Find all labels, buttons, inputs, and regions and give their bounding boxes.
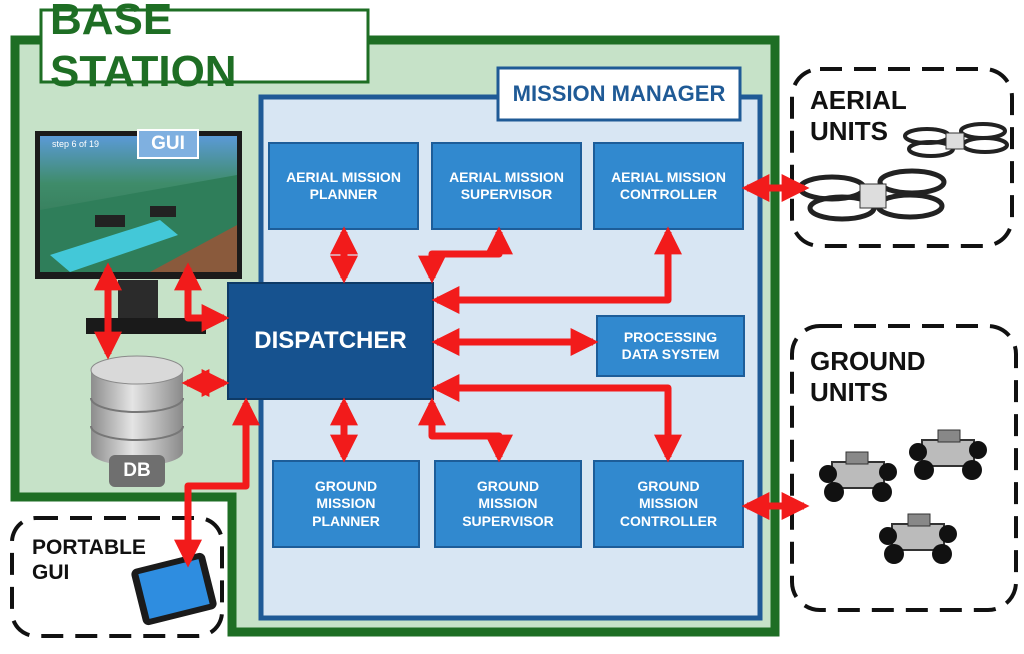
tablet-icon [131,552,217,626]
processing-data-system-block [596,315,745,377]
ground-units-label: GROUND UNITS [810,346,926,407]
db-label: DB [123,460,151,482]
rover-icons [819,429,987,564]
base-station-title-box [39,8,370,84]
ground-mission-controller-label: GROUND MISSION CONTROLLER [619,477,718,529]
aerial-mission-planner-label: AERIAL MISSION PLANNER [286,168,401,203]
ground-mission-supervisor-label: GROUND MISSION SUPERVISOR [462,477,554,529]
blocks [227,142,745,548]
gui-screen-step-text: step 6 of 19 [52,139,100,149]
dispatcher-label: DISPATCHER [254,327,407,354]
aerial-mission-supervisor-block [431,142,582,230]
connection-arrows [94,174,810,568]
aerial-mission-supervisor-label: AERIAL MISSION SUPERVISOR [449,168,564,203]
gui-monitor [35,129,242,334]
arrow-controller-dispatcher [431,226,682,314]
ground-mission-planner-block [272,460,420,548]
aerial-units-box [790,67,1014,248]
aerial-mission-planner-block [268,142,419,230]
dispatcher-block [227,282,434,400]
gui-label: GUI [151,133,185,155]
ground-units-box [790,324,1018,612]
arrow-monitor-dispatcher [174,262,230,332]
ground-mission-supervisor-block [434,460,582,548]
arrow-portable-gui-dispatcher [174,397,260,568]
portable-gui-label: PORTABLE GUI [32,536,146,584]
arrow-dispatcher-ground-controller [431,374,682,463]
base-station-title: BASE STATION [50,0,237,96]
ground-mission-planner-label: GROUND MISSION PLANNER [312,477,380,529]
aerial-units-label: AERIAL UNITS [810,85,907,146]
aerial-mission-controller-label: AERIAL MISSION CONTROLLER [611,168,726,203]
quadcopter-icons [797,122,1009,222]
mission-manager-title-box [496,66,742,122]
processing-data-system-label: PROCESSING DATA SYSTEM [621,328,720,363]
ground-mission-controller-block [593,460,744,548]
mission-manager-title: MISSION MANAGER [512,81,726,107]
